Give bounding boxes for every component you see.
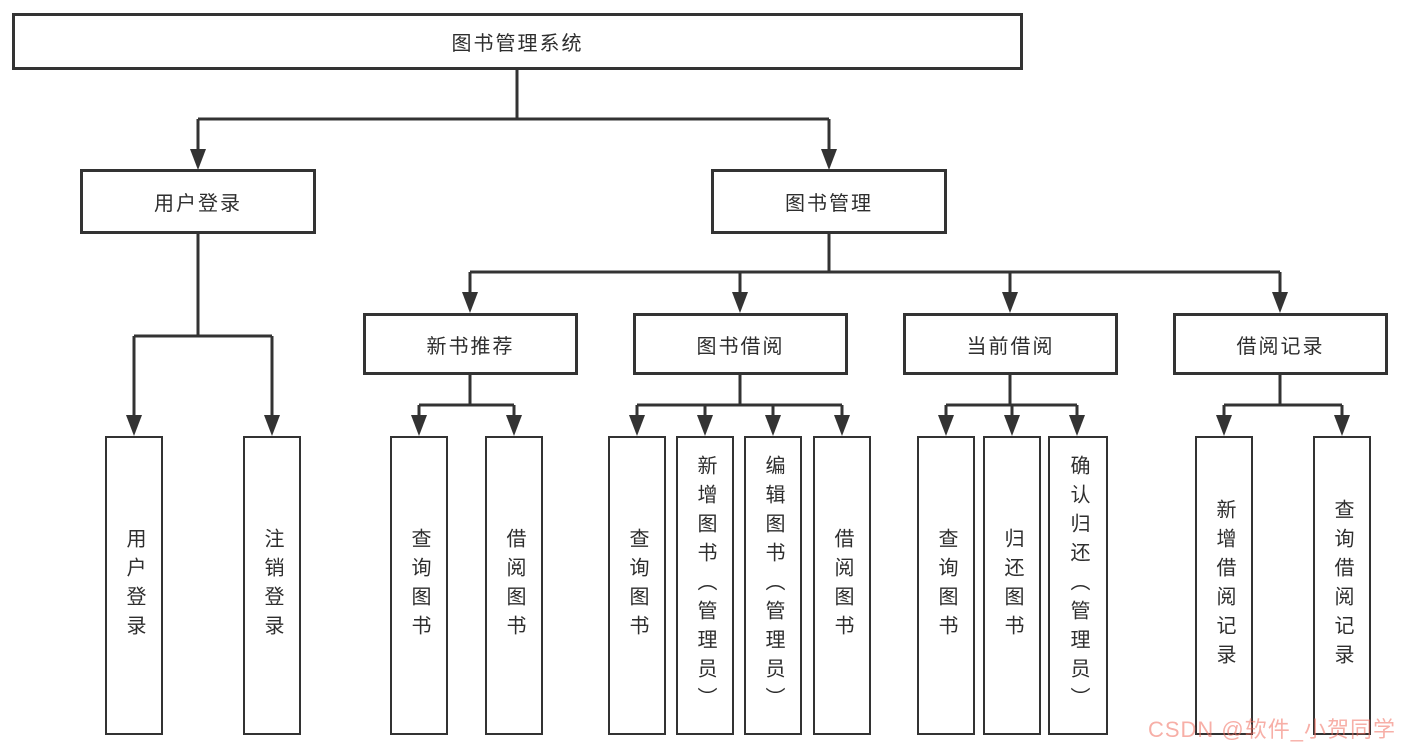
leaf-label: 查询图书 xyxy=(626,527,648,644)
connector-userlogin-to-leaves xyxy=(126,234,280,436)
leaf-current-query: 查询图书 xyxy=(917,436,975,735)
leaf-label: 查询图书 xyxy=(935,527,957,644)
node-current-borrow: 当前借阅 xyxy=(903,313,1118,375)
leaf-borrow-edit: 编辑图书（管理员） xyxy=(744,436,802,735)
node-new-book-rec: 新书推荐 xyxy=(363,313,578,375)
node-root: 图书管理系统 xyxy=(12,13,1023,70)
connector-borrowrecord-to-leaves xyxy=(1216,375,1350,436)
leaf-current-confirm: 确认归还（管理员） xyxy=(1048,436,1108,735)
leaf-borrow-add: 新增图书（管理员） xyxy=(676,436,734,735)
leaf-borrow-query: 查询图书 xyxy=(608,436,666,735)
leaf-label: 确认归还（管理员） xyxy=(1067,455,1089,716)
connector-bookmgmt-to-level2 xyxy=(462,234,1288,313)
leaf-label: 借阅图书 xyxy=(503,527,525,644)
leaf-label: 查询图书 xyxy=(408,527,430,644)
leaf-label: 注销登录 xyxy=(261,527,283,644)
node-user-login: 用户登录 xyxy=(80,169,316,234)
connector-newbook-to-leaves xyxy=(411,375,522,436)
leaf-borrow-book: 借阅图书 xyxy=(813,436,871,735)
leaf-user-login: 用户登录 xyxy=(105,436,163,735)
leaf-newbook-query: 查询图书 xyxy=(390,436,448,735)
leaf-newbook-borrow: 借阅图书 xyxy=(485,436,543,735)
connector-bookborrow-to-leaves xyxy=(629,375,850,436)
node-borrow-record: 借阅记录 xyxy=(1173,313,1388,375)
leaf-label: 编辑图书（管理员） xyxy=(762,455,784,716)
leaf-logout: 注销登录 xyxy=(243,436,301,735)
watermark: CSDN @软件_小贺同学 xyxy=(1147,717,1396,742)
leaf-label: 查询借阅记录 xyxy=(1331,498,1353,673)
leaf-label: 借阅图书 xyxy=(831,527,853,644)
leaf-record-add: 新增借阅记录 xyxy=(1195,436,1253,735)
leaf-label: 归还图书 xyxy=(1001,527,1023,644)
node-book-borrow: 图书借阅 xyxy=(633,313,848,375)
leaf-label: 用户登录 xyxy=(123,527,145,644)
leaf-label: 新增图书（管理员） xyxy=(694,455,716,716)
leaf-current-return: 归还图书 xyxy=(983,436,1041,735)
leaf-record-query: 查询借阅记录 xyxy=(1313,436,1371,735)
connector-root-to-level1 xyxy=(190,70,837,170)
node-book-mgmt: 图书管理 xyxy=(711,169,947,234)
connector-currentborrow-to-leaves xyxy=(938,375,1085,436)
leaf-label: 新增借阅记录 xyxy=(1213,498,1235,673)
